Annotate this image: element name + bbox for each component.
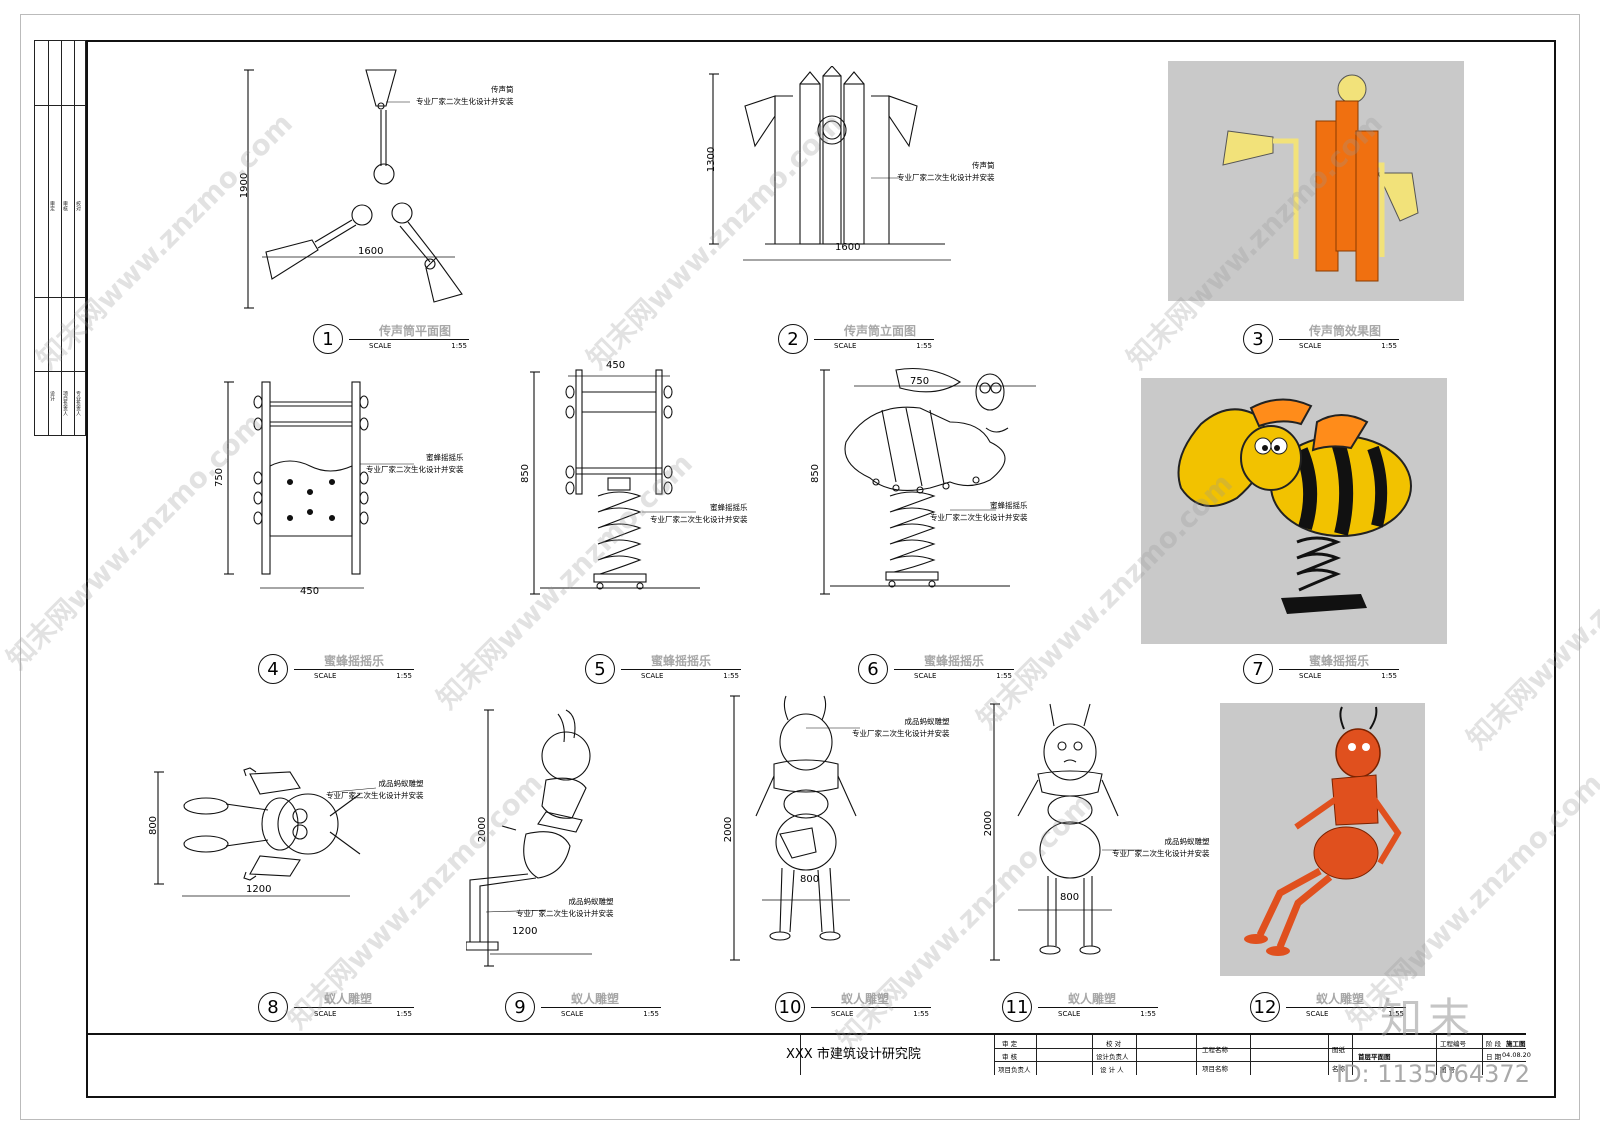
tag-title: 蚁人雕塑 xyxy=(1286,992,1406,1008)
org-name: XXX 市建筑设计研究院 xyxy=(786,1047,921,1062)
leader-note: 蜜蜂摇摇乐 专业厂家二次生化设计并安装 xyxy=(930,501,1028,522)
binding-text: 审核 xyxy=(62,201,68,211)
tag-number: 1 xyxy=(313,324,343,354)
dim-text: 800 xyxy=(1060,892,1080,903)
tag-number: 8 xyxy=(258,992,288,1022)
leader-note: 传声筒 专业厂家二次生化设计并安装 xyxy=(416,85,514,106)
tag-number: 4 xyxy=(258,654,288,684)
drawing-sheet xyxy=(20,14,1580,1120)
tag-title: 蚁人雕塑 xyxy=(811,992,931,1008)
dim-text: 1200 xyxy=(512,926,538,937)
tag-title: 蜜蜂摇摇乐 xyxy=(894,654,1014,670)
tag-title: 蜜蜂摇摇乐 xyxy=(294,654,414,670)
binding-text: 校对 xyxy=(75,201,81,211)
dim-text: 800 xyxy=(800,874,820,885)
tag-number: 3 xyxy=(1243,324,1273,354)
tag-title: 蜜蜂摇摇乐 xyxy=(621,654,741,670)
tag-title: 传声筒平面图 xyxy=(349,324,469,340)
tag-title: 蚁人雕塑 xyxy=(1038,992,1158,1008)
leader-note: 成品蚂蚁雕塑 专业厂家二次生化设计并安装 xyxy=(1112,837,1210,858)
render-speaking-tube xyxy=(1168,61,1464,301)
dim-text: 850 xyxy=(810,463,822,484)
tag-title: 蜜蜂摇摇乐 xyxy=(1279,654,1399,670)
dim-text: 850 xyxy=(520,463,532,484)
tag-title: 传声筒效果图 xyxy=(1279,324,1399,340)
drawing-2-elevation: 1300 1600 传声筒 专业厂家二次生化设计并安装 xyxy=(705,66,995,266)
render-ant-sculpture xyxy=(1220,703,1425,976)
dim-text: 1900 xyxy=(239,172,251,199)
tag-title: 传声筒立面图 xyxy=(814,324,934,340)
binding-text: 审定 xyxy=(49,201,55,211)
leader-note: 蜜蜂摇摇乐 专业厂家二次生化设计并安装 xyxy=(366,453,464,474)
leader-note: 成品蚂蚁雕塑 专业厂家二次生化设计并安装 xyxy=(516,897,614,918)
brand-logo: 知末 xyxy=(1380,994,1477,1043)
binding-text: 设计 xyxy=(49,391,55,401)
date-value: 04.08.20 xyxy=(1502,1051,1531,1059)
tag-title: 蚁人雕塑 xyxy=(294,992,414,1008)
drawing-1-plan: 1900 1600 传声筒 专业厂家二次生化设计并安装 xyxy=(239,62,514,322)
drawing-4-bee-front: 750 450 蜜蜂摇摇乐 专业厂家二次生化设计并安装 xyxy=(214,378,464,598)
dim-text: 1300 xyxy=(706,146,718,173)
dim-text: 1200 xyxy=(246,884,272,895)
drawing-name: 首层平面图 xyxy=(1358,1053,1391,1061)
drawing-9-ant-side: 2000 1200 成品蚂蚁雕塑 专业厂家二次生化设计并安装 xyxy=(466,702,666,972)
dim-text: 2000 xyxy=(723,816,735,843)
tag-number: 11 xyxy=(1002,992,1032,1022)
tag-number: 2 xyxy=(778,324,808,354)
dim-text: 750 xyxy=(910,376,930,387)
tag-number: 5 xyxy=(585,654,615,684)
dim-text: 450 xyxy=(300,586,320,597)
drawing-10-ant-front: 2000 800 成品蚂蚁雕塑 专业厂家二次生化设计并安装 xyxy=(720,692,950,972)
drawing-11-ant-front: 2000 800 成品蚂蚁雕塑 专业厂家二次生化设计并安装 xyxy=(972,700,1210,970)
tag-number: 10 xyxy=(775,992,805,1022)
tag-number: 6 xyxy=(858,654,888,684)
tag-number: 12 xyxy=(1250,992,1280,1022)
dim-text: 1600 xyxy=(358,246,384,257)
leader-note: 蜜蜂摇摇乐 专业厂家二次生化设计并安装 xyxy=(650,503,748,524)
leader-note: 传声筒 专业厂家二次生化设计并安装 xyxy=(897,161,995,182)
stage-value: 施工图 xyxy=(1506,1040,1526,1048)
dim-text: 800 xyxy=(148,815,160,836)
dim-text: 450 xyxy=(606,360,626,371)
dim-text: 1600 xyxy=(835,242,861,253)
title-block: XXX 市建筑设计研究院 审 定 审 核 项目负责人 校 对 设计负责人 设 计… xyxy=(86,1033,1531,1075)
tag-number: 7 xyxy=(1243,654,1273,684)
leader-note: 成品蚂蚁雕塑 专业厂家二次生化设计并安装 xyxy=(852,717,950,738)
drawing-8-ant-plan: 800 1200 成品蚂蚁雕塑 专业厂家二次生化设计并安装 xyxy=(148,764,424,914)
tag-number: 9 xyxy=(505,992,535,1022)
binding-text: 专业负责人 xyxy=(75,391,81,416)
binding-strip: 审定 审核 校对 设计 项目负责人 专业负责人 xyxy=(34,40,86,436)
dim-text: 750 xyxy=(214,467,226,488)
dim-text: 2000 xyxy=(983,810,995,837)
drawing-6-bee-side: 850 750 蜜蜂摇摇乐 专业厂家二次生化设计并安装 xyxy=(810,362,1050,602)
dim-text: 2000 xyxy=(477,816,489,843)
binding-text: 项目负责人 xyxy=(62,391,68,416)
tag-title: 蚁人雕塑 xyxy=(541,992,661,1008)
render-bee-rocker xyxy=(1141,378,1447,644)
drawing-5-bee-spring: 850 450 蜜蜂摇摇乐 专业厂家二次生化设计并安装 xyxy=(520,360,760,602)
image-id-text: ID: 1135064372 xyxy=(1336,1060,1530,1088)
drawing-frame xyxy=(86,40,1556,1098)
leader-note: 成品蚂蚁雕塑 专业厂家二次生化设计并安装 xyxy=(326,779,424,800)
